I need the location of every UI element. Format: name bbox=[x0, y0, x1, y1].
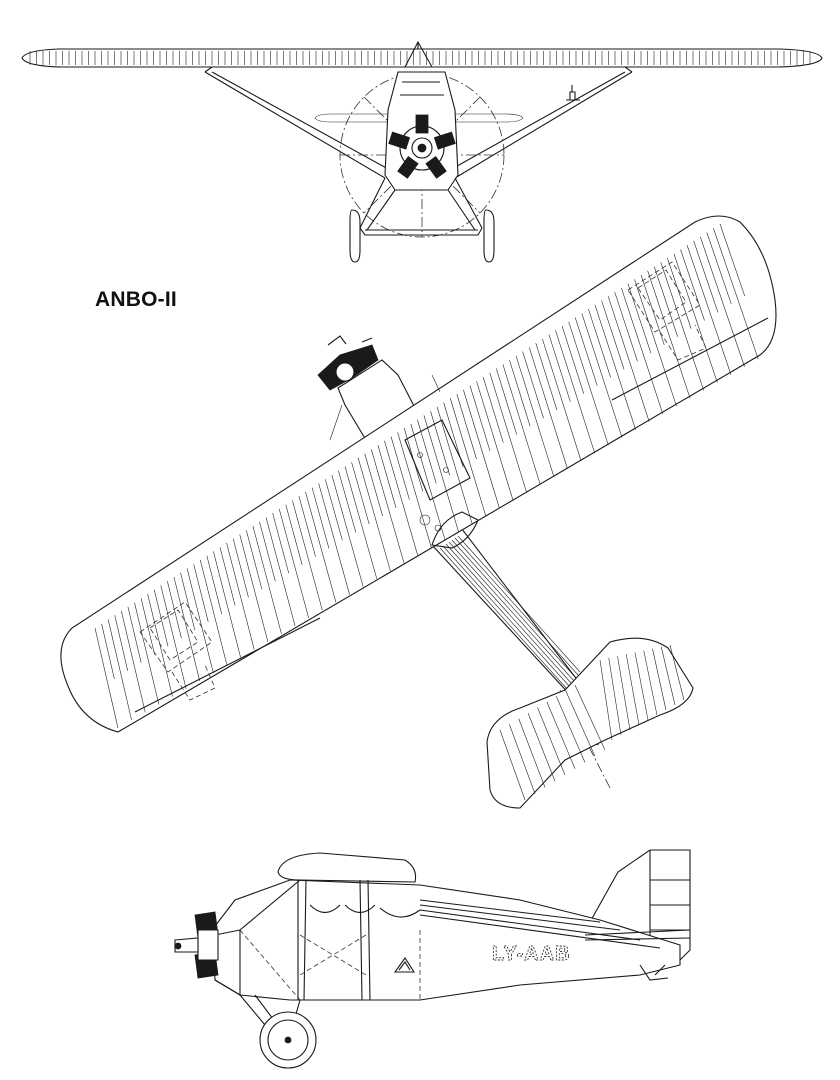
plan-inner-structure-left bbox=[139, 601, 216, 701]
front-view bbox=[21, 40, 823, 263]
front-wheel-right bbox=[483, 209, 495, 263]
side-tail-skid bbox=[639, 964, 669, 981]
plan-view bbox=[60, 215, 777, 809]
front-wing-ribs bbox=[29, 51, 811, 65]
side-wing bbox=[277, 852, 417, 883]
plan-aileron-lines bbox=[134, 317, 769, 713]
front-wheel-left bbox=[349, 209, 361, 263]
plan-cockpit bbox=[431, 511, 479, 549]
plan-wing-ribs bbox=[94, 223, 759, 729]
radial-engine-front bbox=[388, 114, 456, 179]
plan-tailplane bbox=[486, 637, 694, 809]
radial-engine-plan bbox=[317, 335, 379, 391]
plan-inner-structure-right bbox=[627, 261, 707, 361]
drawing-title: ANBO-II bbox=[95, 288, 177, 311]
front-landing-gear bbox=[359, 177, 483, 236]
side-cabane-struts bbox=[239, 879, 371, 1001]
radial-engine-side bbox=[174, 911, 219, 979]
plan-main-wing bbox=[60, 215, 777, 733]
plan-tailplane-ribs bbox=[499, 644, 685, 801]
plan-fuselage-stringers bbox=[439, 535, 581, 691]
side-decking bbox=[419, 899, 661, 949]
side-view: LY-AAB bbox=[174, 849, 691, 1069]
side-registration-mark: LY-AAB bbox=[492, 943, 571, 965]
front-wing-struts bbox=[204, 71, 633, 179]
front-wing bbox=[21, 48, 823, 68]
